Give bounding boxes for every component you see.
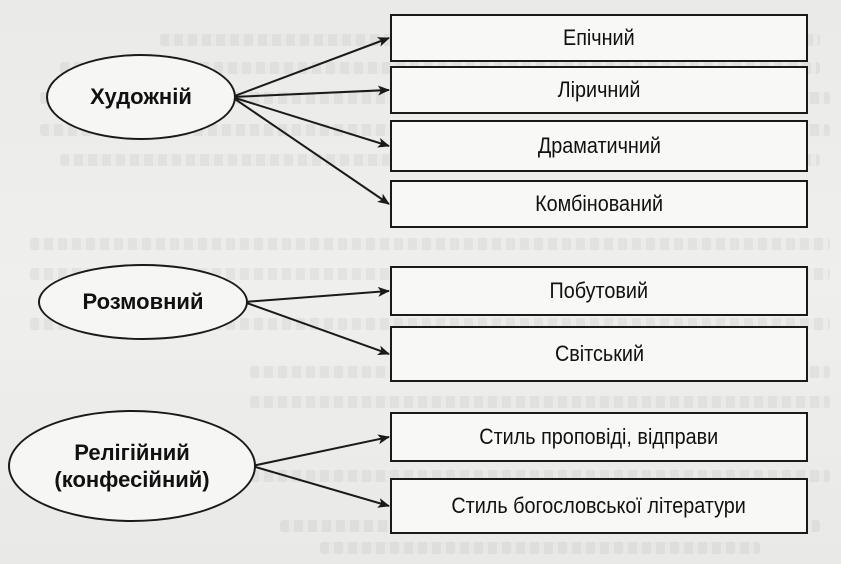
arrow-religious-to-theological [251, 465, 390, 508]
substyle-label-combined: Комбінований [535, 191, 663, 216]
substyle-label-secular: Світський [554, 341, 644, 366]
substyle-label-sermon: Стиль проповіді, відправи [479, 424, 719, 449]
arrow-artistic-to-lyric [231, 85, 390, 98]
substyle-box-dramatic: Драматичний [390, 120, 808, 172]
substyle-label-lyric: Ліричний [557, 77, 641, 102]
substyle-label-everyday: Побутовий [549, 278, 649, 303]
background-bleed-line [250, 396, 830, 408]
substyle-box-secular: Світський [390, 326, 808, 382]
style-node-artistic: Художній [46, 54, 236, 140]
arrow-colloquial-to-everyday [243, 286, 390, 303]
substyle-label-theological: Стиль богословської літератури [451, 493, 747, 518]
arrow-artistic-to-combined [231, 96, 390, 205]
substyle-box-everyday: Побутовий [390, 266, 808, 316]
arrow-colloquial-to-secular [243, 301, 390, 355]
substyle-label-dramatic: Драматичний [537, 133, 661, 158]
background-bleed-line [320, 542, 760, 554]
style-node-religious-label: Релігійний [74, 439, 190, 465]
background-bleed-line [30, 238, 830, 250]
style-node-colloquial-label: Розмовний [82, 289, 204, 315]
substyle-box-theological: Стиль богословської літератури [390, 478, 808, 534]
arrow-artistic-to-epic [231, 37, 390, 98]
arrow-religious-to-sermon [251, 434, 390, 467]
style-node-religious-label-line2: (конфесійний) [54, 467, 210, 492]
style-node-religious: Релігійний (конфесійний) [8, 410, 256, 522]
substyle-box-sermon: Стиль проповіді, відправи [390, 412, 808, 462]
style-node-artistic-label: Художній [90, 84, 192, 110]
substyle-box-combined: Комбінований [390, 180, 808, 228]
substyle-box-lyric: Ліричний [390, 66, 808, 114]
substyle-label-epic: Епічний [563, 25, 635, 50]
arrow-artistic-to-dramatic [231, 96, 390, 148]
style-node-colloquial: Розмовний [38, 264, 248, 340]
substyle-box-epic: Епічний [390, 14, 808, 62]
